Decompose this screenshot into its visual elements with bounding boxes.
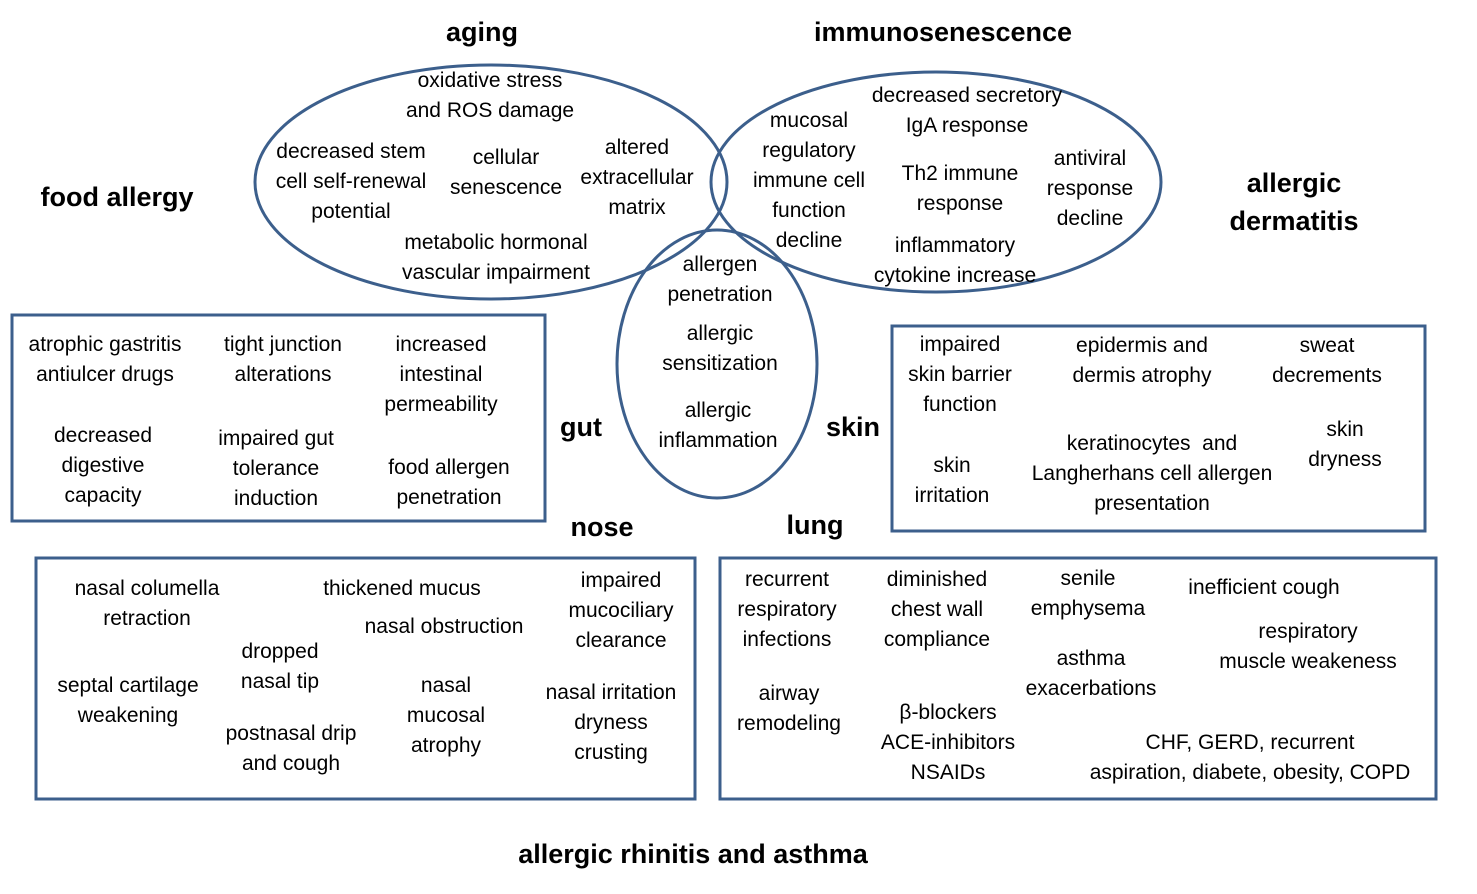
gut-intestinal-permeability: increased intestinal permeability (384, 333, 498, 416)
nose-mucociliary-clearance: impaired mucociliary clearance (568, 569, 674, 652)
center-allergic-inflammation: allergic inflammation (658, 399, 778, 452)
aging-extracellular-matrix: altered extracellular matrix (580, 136, 694, 219)
nose-columella-retraction: nasal columella retraction (74, 577, 220, 630)
gut-tight-junction: tight junction alterations (224, 333, 342, 386)
nose-mucosal-atrophy: nasal mucosal atrophy (406, 674, 486, 757)
heading-immunosenescence: immunosenescence (813, 17, 1073, 47)
lung-airway-remodeling: airway remodeling (737, 682, 841, 735)
lung-comorbidities: CHF, GERD, recurrent aspiration, diabete… (1089, 731, 1411, 784)
immunosenescence-ellipse (709, 70, 1163, 294)
skin-irritation: skin irritation (914, 454, 990, 507)
lung-asthma-exacerbations: asthma exacerbations (1025, 647, 1157, 700)
skin-keratinocytes: keratinocytes and Langherhans cell aller… (1031, 432, 1273, 515)
nose-thickened-mucus: thickened mucus (323, 577, 481, 600)
heading-gut: gut (560, 412, 602, 442)
gut-box (10, 313, 547, 523)
heading-food-allergy: food allergy (40, 182, 194, 212)
center-allergen-penetration: allergen penetration (667, 253, 773, 306)
gut-digestive-capacity: decreased digestive capacity (53, 424, 153, 507)
skin-barrier-function: impaired skin barrier function (908, 333, 1012, 416)
heading-allergic-dermatitis: allergic dermatitis (1229, 168, 1359, 236)
heading-aging: aging (446, 17, 518, 47)
skin-sweat-decrements: sweat decrements (1272, 334, 1382, 387)
immuno-cytokine-increase: inflammatory cytokine increase (873, 234, 1037, 287)
aging-ellipse (253, 63, 729, 301)
allergy-center-ellipse (615, 228, 819, 500)
lung-respiratory-infections: recurrent respiratory infections (737, 568, 837, 651)
immuno-th2-response: Th2 immune response (901, 162, 1019, 215)
lung-chest-wall: diminished chest wall compliance (883, 568, 991, 651)
lung-box (718, 556, 1438, 801)
gut-food-allergen-penetration: food allergen penetration (388, 456, 510, 509)
gut-tolerance-induction: impaired gut tolerance induction (218, 427, 334, 510)
heading-nose: nose (570, 512, 634, 542)
immuno-iga-response: decreased secretory IgA response (871, 84, 1063, 137)
skin-dryness: skin dryness (1308, 418, 1382, 471)
nose-septal-cartilage: septal cartilage weakening (57, 674, 199, 727)
nose-box (34, 556, 697, 801)
nose-postnasal-drip: postnasal drip and cough (225, 722, 357, 775)
immuno-antiviral-decline: antiviral response decline (1046, 147, 1134, 230)
nose-dropped-tip: dropped nasal tip (240, 640, 320, 693)
center-allergic-sensitization: allergic sensitization (662, 322, 778, 375)
heading-allergic-rhinitis-asthma: allergic rhinitis and asthma (518, 839, 868, 869)
lung-senile-emphysema: senile emphysema (1030, 567, 1146, 620)
skin-dermis-atrophy: epidermis and dermis atrophy (1072, 334, 1212, 387)
gut-atrophic-gastritis: atrophic gastritis antiulcer drugs (28, 333, 182, 386)
immuno-mucosal-regulatory: mucosal regulatory immune cell function … (752, 109, 866, 252)
nose-obstruction: nasal obstruction (364, 615, 524, 638)
lung-inefficient-cough: inefficient cough (1188, 576, 1340, 599)
aging-stem-cell: decreased stem cell self-renewal potenti… (275, 140, 427, 223)
lung-drugs: β-blockers ACE-inhibitors NSAIDs (880, 701, 1016, 784)
lung-muscle-weakness: respiratory muscle weakeness (1219, 620, 1397, 673)
aging-metabolic-impairment: metabolic hormonal vascular impairment (402, 231, 590, 284)
aging-oxidative-stress: oxidative stress and ROS damage (405, 69, 575, 122)
heading-lung: lung (786, 510, 844, 540)
skin-box (890, 324, 1427, 533)
aging-cellular-senescence: cellular senescence (449, 146, 563, 199)
nose-irritation-dryness: nasal irritation dryness crusting (545, 681, 677, 764)
heading-skin: skin (825, 412, 881, 442)
